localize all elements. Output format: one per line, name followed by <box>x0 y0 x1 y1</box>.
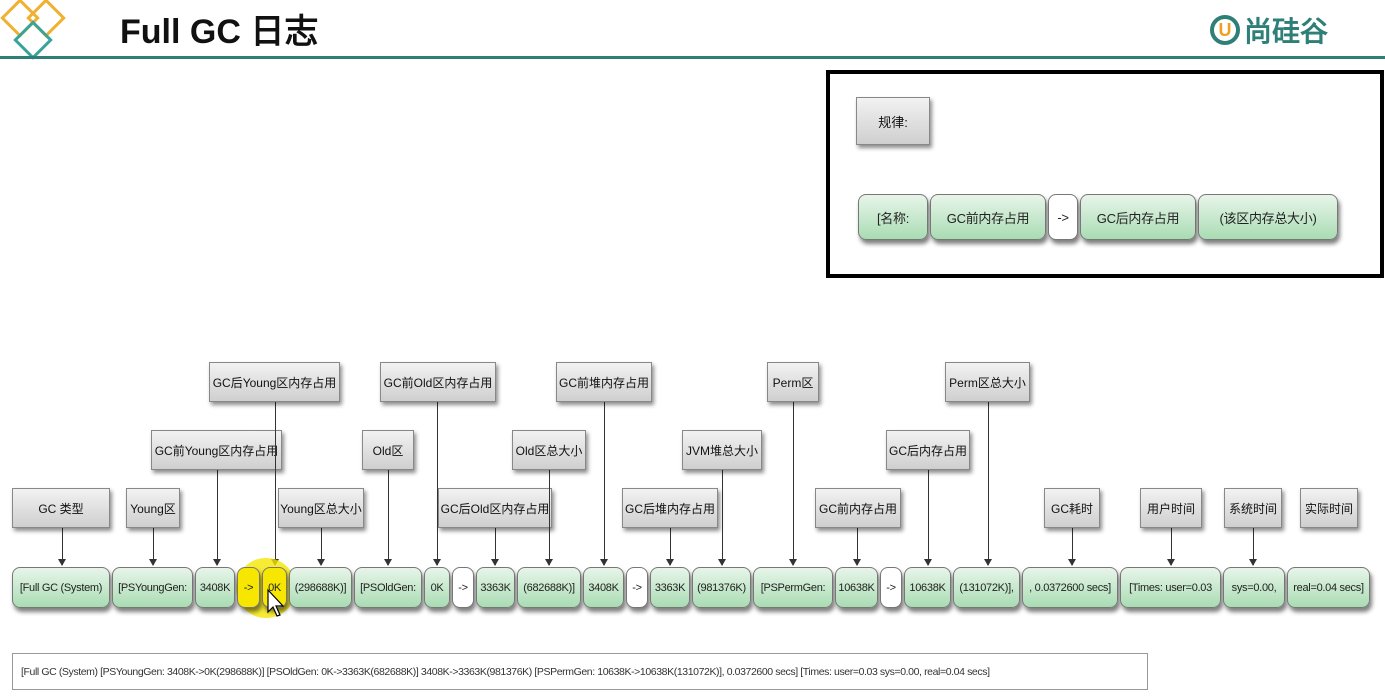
field-label: Old区 <box>362 430 414 470</box>
log-segment: (981376K) <box>692 567 751 608</box>
field-label: GC后内存占用 <box>886 430 970 470</box>
field-label: 用户时间 <box>1140 488 1202 528</box>
log-segment: -> <box>880 567 902 608</box>
field-label: JVM堆总大小 <box>682 430 762 470</box>
legend-pill: [名称: <box>858 194 928 240</box>
log-segment: 3408K <box>195 567 235 608</box>
log-segment: [Full GC (System) <box>12 567 110 608</box>
pointer-arrow-icon <box>666 528 674 566</box>
field-label: Perm区 <box>767 362 819 402</box>
log-segment: 3363K <box>476 567 515 608</box>
legend-box <box>826 70 1384 278</box>
field-label: GC后Old区内存占用 <box>438 488 552 528</box>
log-segment: real=0.04 secs] <box>1287 567 1370 608</box>
pointer-arrow-icon <box>149 528 157 566</box>
field-label: Perm区总大小 <box>945 362 1030 402</box>
field-label: GC耗时 <box>1044 488 1100 528</box>
raw-log-text: [Full GC (System) [PSYoungGen: 3408K->0K… <box>12 653 1148 690</box>
field-label: GC后堆内存占用 <box>622 488 718 528</box>
log-segment: [PSOldGen: <box>354 567 422 608</box>
log-segment: , 0.0372600 secs] <box>1022 567 1118 608</box>
cursor-icon <box>267 588 285 617</box>
log-segment: 10638K <box>835 567 878 608</box>
field-label: Young区总大小 <box>278 488 364 528</box>
log-segment: 10638K <box>904 567 951 608</box>
pointer-arrow-icon <box>384 470 392 566</box>
log-segment: [PSPermGen: <box>753 567 833 608</box>
field-label: Young区 <box>126 488 180 528</box>
field-label: GC前内存占用 <box>815 488 901 528</box>
pointer-arrow-icon <box>718 470 726 566</box>
legend-pill: (该区内存总大小) <box>1198 194 1338 240</box>
brand-u-icon: U <box>1210 15 1240 45</box>
pointer-arrow-icon <box>58 528 66 566</box>
field-label: GC前Young区内存占用 <box>151 430 282 470</box>
field-label: GC 类型 <box>12 488 110 528</box>
header-divider <box>0 56 1385 59</box>
pointer-arrow-icon <box>271 402 279 566</box>
log-segment: (298688K)] <box>289 567 352 608</box>
field-label: GC前Old区内存占用 <box>380 362 496 402</box>
log-segment: sys=0.00, <box>1223 567 1285 608</box>
pointer-arrow-icon <box>924 470 932 566</box>
log-segment: -> <box>237 567 260 608</box>
log-segment: 3363K <box>650 567 690 608</box>
log-segment: (131072K)], <box>953 567 1020 608</box>
pointer-arrow-icon <box>984 402 992 566</box>
field-label: GC前堆内存占用 <box>556 362 652 402</box>
pointer-arrow-icon <box>1167 528 1175 566</box>
pointer-arrow-icon <box>789 402 797 566</box>
field-label: GC后Young区内存占用 <box>209 362 340 402</box>
pointer-arrow-icon <box>600 402 608 566</box>
log-segment: 0K <box>424 567 450 608</box>
legend-pill: GC后内存占用 <box>1080 194 1196 240</box>
log-segment: (682688K)] <box>517 567 581 608</box>
pointer-arrow-icon <box>1068 528 1076 566</box>
log-segment: 3408K <box>583 567 624 608</box>
pointer-arrow-icon <box>433 402 441 566</box>
legend-pill: -> <box>1048 194 1078 240</box>
pointer-arrow-icon <box>491 528 499 566</box>
log-segment: [PSYoungGen: <box>112 567 193 608</box>
pointer-arrow-icon <box>545 470 553 566</box>
field-label: 实际时间 <box>1300 488 1358 528</box>
pointer-arrow-icon <box>853 528 861 566</box>
pointer-arrow-icon <box>1249 528 1257 566</box>
legend-heading: 规律: <box>856 97 930 145</box>
log-segment: -> <box>626 567 648 608</box>
pointer-arrow-icon <box>317 528 325 566</box>
log-segment: -> <box>452 567 474 608</box>
field-label: 系统时间 <box>1224 488 1282 528</box>
pointer-arrow-icon <box>213 470 221 566</box>
field-label: Old区总大小 <box>512 430 586 470</box>
legend-pill: GC前内存占用 <box>930 194 1046 240</box>
log-segment: [Times: user=0.03 <box>1120 567 1221 608</box>
page-title: Full GC 日志 <box>120 13 319 51</box>
brand-name: 尚硅谷 <box>1244 16 1329 47</box>
